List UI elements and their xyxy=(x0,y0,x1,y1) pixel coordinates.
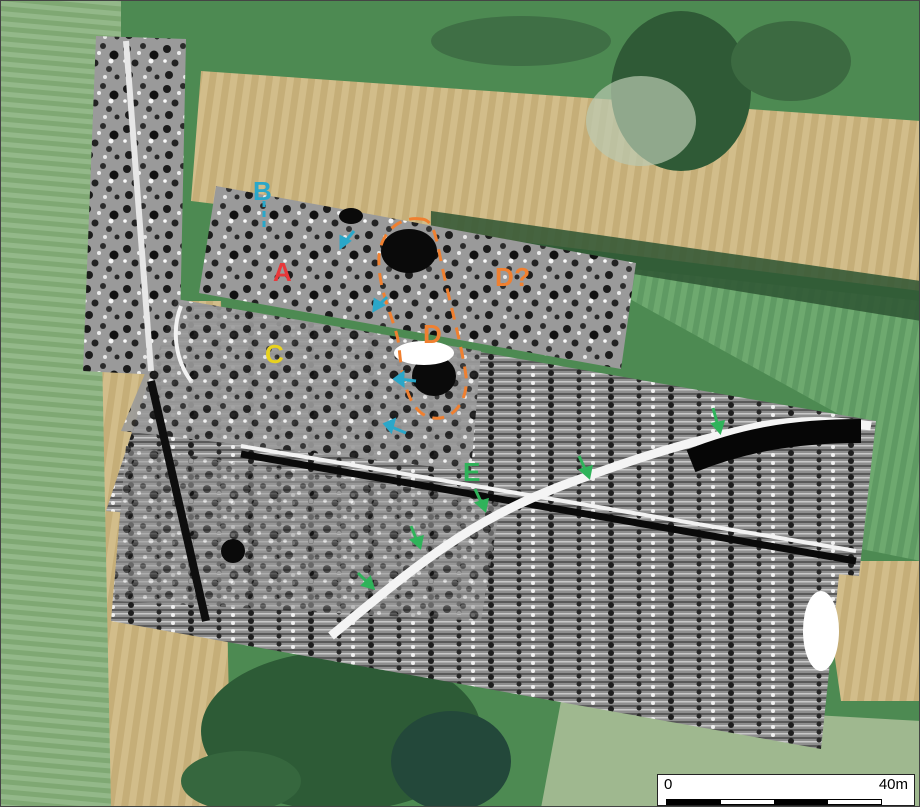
label-b: B xyxy=(253,176,273,206)
field-southeast xyxy=(821,561,919,701)
scale-segment-1 xyxy=(667,800,721,804)
feature-d-outline xyxy=(377,217,468,420)
hedge-north xyxy=(431,16,611,66)
scale-bar-graduation xyxy=(666,799,882,805)
arrow-blue-3-head xyxy=(392,370,405,388)
arrow-green-4-head xyxy=(408,534,424,550)
arrows-blue xyxy=(262,201,417,435)
label-e: E xyxy=(463,457,481,487)
hedgerow xyxy=(431,211,919,321)
arrow-green-5-head xyxy=(360,575,376,591)
scale-bar-end-label: 40m xyxy=(878,776,908,793)
label-a: A xyxy=(273,257,293,287)
ditch-bank xyxy=(240,444,857,553)
feature-e-dark-fill xyxy=(686,419,862,473)
linear-anomaly-north xyxy=(123,40,154,372)
enclosure-c-edge xyxy=(173,305,193,383)
arrow-green-2-head xyxy=(577,464,593,480)
tree-cluster-northeast xyxy=(731,21,851,101)
arrow-blue-1-head xyxy=(339,234,352,250)
pit-d-halo xyxy=(394,341,454,365)
label-d: D xyxy=(423,319,443,349)
arrow-green-3-head xyxy=(473,497,489,513)
pit-west xyxy=(221,539,245,563)
label-c: C xyxy=(265,339,285,369)
field-east xyxy=(561,261,919,561)
label-d-uncertain: D? xyxy=(495,262,531,292)
pit-d-north xyxy=(381,229,437,273)
tree-canopy-light xyxy=(586,76,696,166)
scale-bar: 0 40m xyxy=(657,774,915,806)
scale-segment-3 xyxy=(774,800,828,804)
pit-d-south xyxy=(412,356,456,396)
arrows-green xyxy=(356,407,726,591)
survey-panel-north-strip xyxy=(83,36,186,376)
shrubs-south xyxy=(181,751,301,806)
pit-b xyxy=(339,208,363,224)
scale-bar-start-label: 0 xyxy=(664,776,673,793)
pond xyxy=(391,711,511,806)
scale-segment-4 xyxy=(827,800,881,804)
linear-anomaly-west xyxy=(147,380,210,622)
survey-panel-upper xyxy=(199,186,636,369)
arrow-blue-4-head xyxy=(382,417,397,435)
arrow-blue-2-head xyxy=(372,297,386,313)
ditch-anomaly xyxy=(240,450,857,565)
arrow-green-1-head xyxy=(710,420,726,436)
scale-segment-2 xyxy=(720,800,774,804)
bright-patch-east xyxy=(803,591,839,671)
